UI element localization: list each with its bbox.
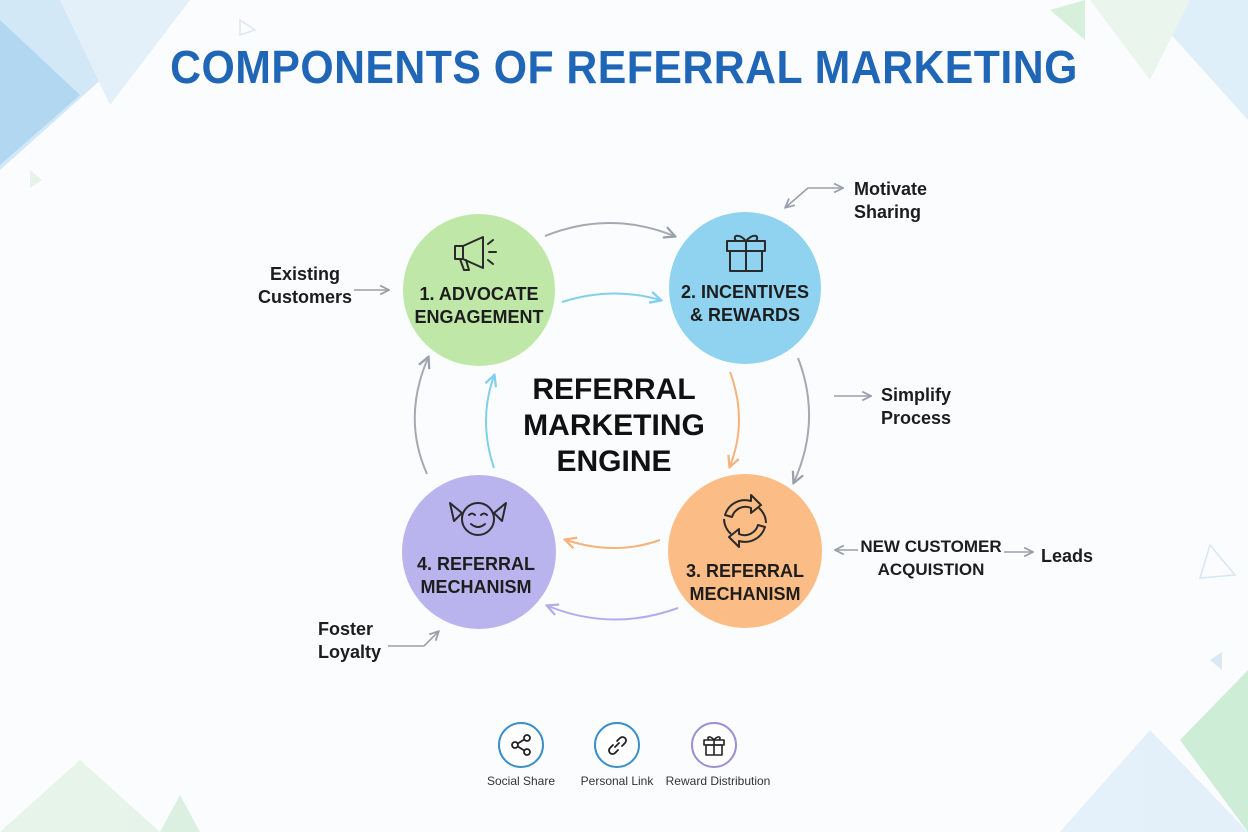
tool-label-social-share: Social Share <box>486 774 556 788</box>
note-line: Existing <box>269 264 340 284</box>
node-circle-incentives-rewards <box>669 212 821 364</box>
arrow-1-to-2-outer <box>544 222 674 236</box>
center-label-line: REFERRAL <box>532 373 696 406</box>
arrow-3-to-4-outer <box>548 606 679 621</box>
note-existing-customers: Existing Customers <box>250 263 360 309</box>
arrow-2-to-3-inner <box>730 371 740 466</box>
node-circle-advocate-engagement <box>403 214 555 366</box>
note-leads: Leads <box>1041 546 1094 566</box>
node-label-advocate-engagement: 1. ADVOCATE ENGAGEMENT <box>389 283 569 329</box>
node-label-line: 4. REFERRAL <box>416 554 535 574</box>
node-label-incentives-rewards: 2. INCENTIVES & REWARDS <box>655 281 835 327</box>
node-label-referral-mechanism-4: 4. REFERRAL MECHANISM <box>386 553 566 599</box>
node-label-line: 1. ADVOCATE <box>419 284 539 304</box>
share-icon <box>498 722 544 768</box>
node-circle-referral-mechanism-3 <box>668 474 822 628</box>
note-simplify-process: Simplify Process <box>881 384 951 430</box>
smiling-face-icon <box>449 502 507 536</box>
note-line: Customers <box>257 287 353 307</box>
arrow-1-to-2-inner <box>561 293 660 302</box>
node-label-line: & REWARDS <box>689 305 800 325</box>
note-line: Foster <box>318 619 374 639</box>
node-label-referral-mechanism-3: 3. REFERRAL MECHANISM <box>655 560 835 606</box>
node-circle-referral-mechanism-4 <box>402 475 556 629</box>
arrow-4-to-1-inner <box>486 376 494 469</box>
node-label-line: MECHANISM <box>689 584 801 604</box>
note-line: Simplify <box>881 385 952 405</box>
center-label-line: MARKETING <box>523 409 705 442</box>
note-line: Loyalty <box>318 642 382 662</box>
note-motivate-sharing: Motivate Sharing <box>854 178 927 224</box>
node-label-line: MECHANISM <box>420 577 532 597</box>
megaphone-icon <box>454 236 497 271</box>
arrow-3-to-4-inner <box>566 540 661 548</box>
gift-icon <box>691 722 737 768</box>
note-line: ACQUISTION <box>877 560 985 579</box>
link-icon <box>594 722 640 768</box>
arrow-2-to-3-outer <box>794 357 810 482</box>
arrow-foster-loyalty <box>388 632 438 647</box>
arrow-4-to-1-outer <box>413 358 428 475</box>
node-label-line: ENGAGEMENT <box>414 307 544 327</box>
tool-label-reward-distribution: Reward Distribution <box>665 774 771 788</box>
note-line: Sharing <box>854 202 922 222</box>
arrow-motivate-sharing <box>786 188 842 207</box>
node-label-line: 2. INCENTIVES <box>680 282 810 302</box>
note-new-customer-acquisition: NEW CUSTOMER ACQUISTION <box>860 535 1002 581</box>
cycle-arrows-icon <box>723 494 767 548</box>
note-line: Process <box>881 408 952 428</box>
note-line: NEW CUSTOMER <box>860 537 1002 556</box>
note-line: Motivate <box>854 179 928 199</box>
center-label: REFERRAL MARKETING ENGINE <box>514 372 714 480</box>
tool-label-personal-link: Personal Link <box>580 774 654 788</box>
gift-icon <box>726 234 766 272</box>
center-label-line: ENGINE <box>556 445 672 478</box>
page-title: COMPONENTS OF REFERRAL MARKETING <box>170 41 1078 93</box>
node-label-line: 3. REFERRAL <box>685 561 804 581</box>
note-foster-loyalty: Foster Loyalty <box>318 618 381 664</box>
